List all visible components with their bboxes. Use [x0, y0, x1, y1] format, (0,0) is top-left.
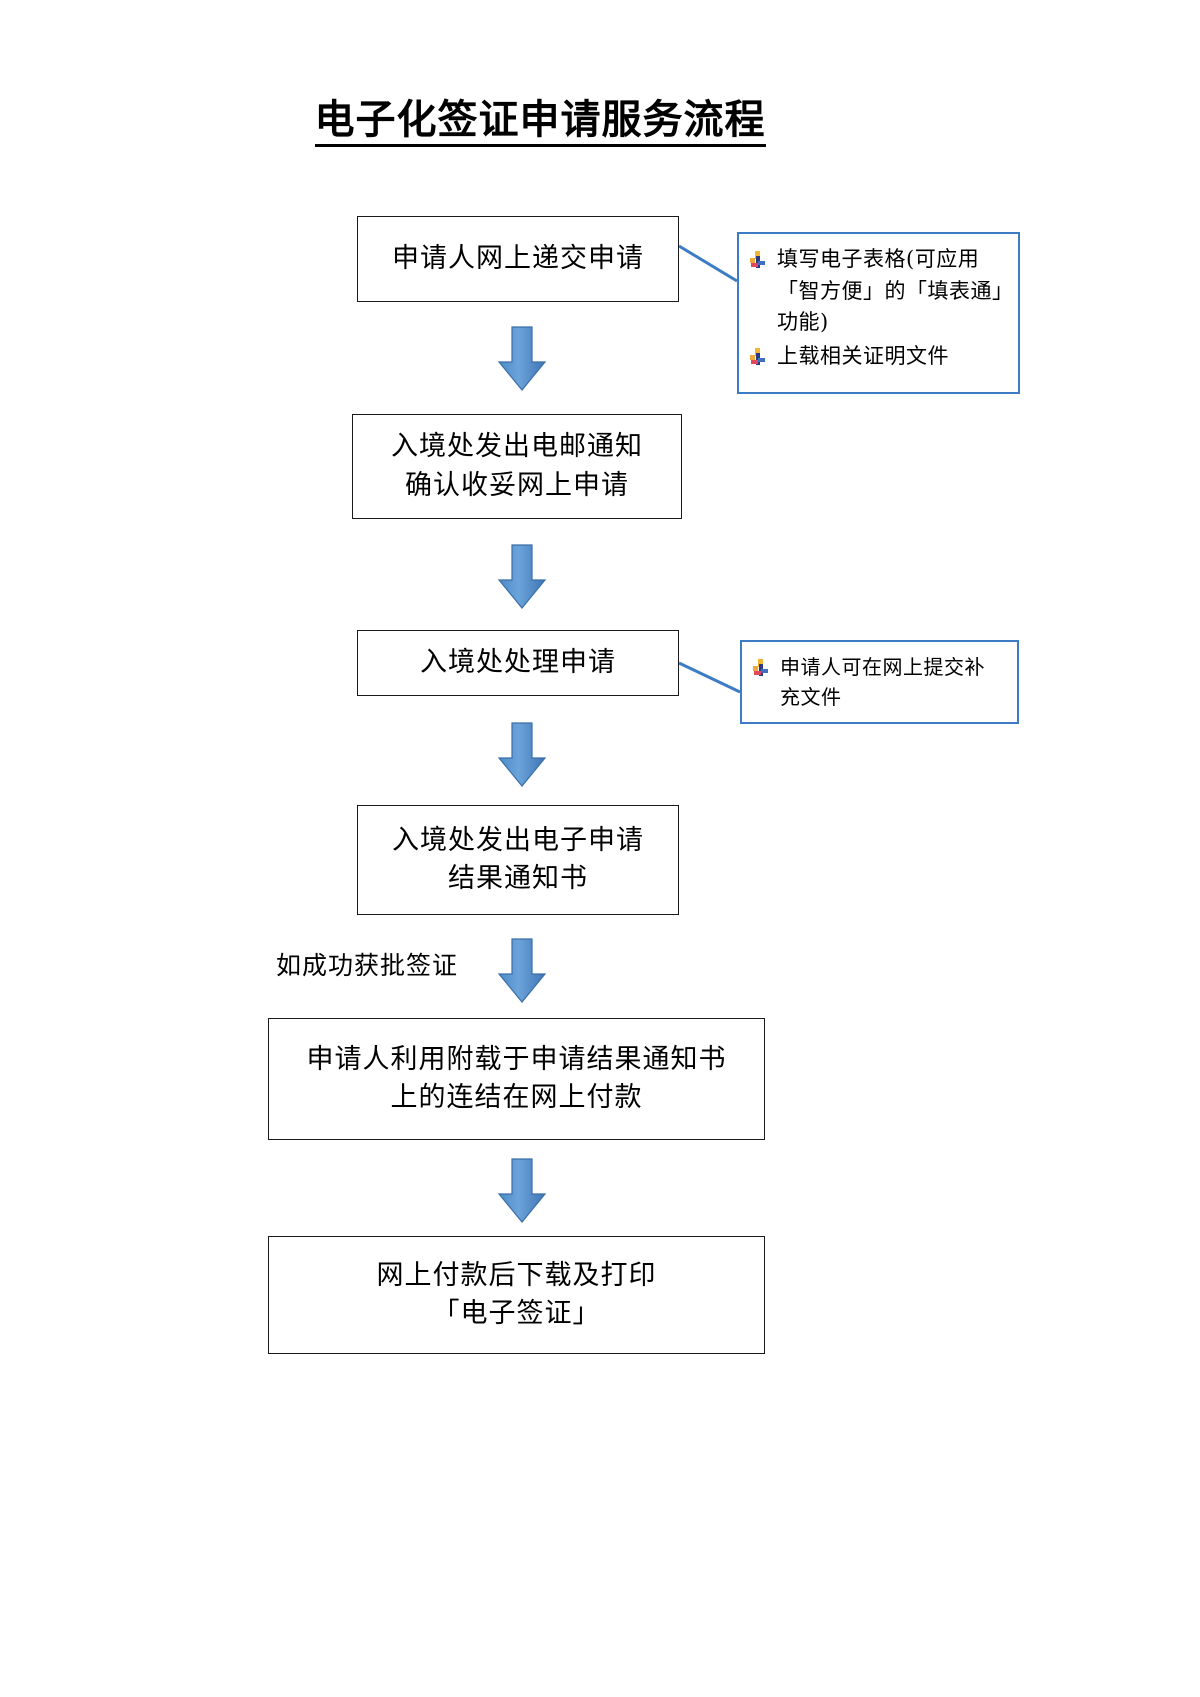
page-title-text: 电子化签证申请服务流程	[314, 98, 766, 147]
callout1-bullet-text-2: 上载相关证明文件	[777, 343, 949, 368]
process-box-download-line2: 「电子签证」	[432, 1298, 601, 1329]
process-box-result-line2: 结果通知书	[448, 863, 588, 894]
flow-arrow-5	[497, 1158, 547, 1223]
process-box-result-line1: 入境处发出电子申请	[392, 824, 644, 856]
callout1-bullet-item-2: 上载相关证明文件	[749, 341, 1006, 373]
callout-box-process-notes: 申请人可在网上提交补充文件	[740, 640, 1019, 724]
flow-arrow-3	[497, 722, 547, 787]
flower-bullet-icon	[749, 250, 767, 272]
connector-process-to-callout2	[678, 661, 741, 694]
process-box-process-line1: 入境处处理申请	[420, 646, 616, 678]
process-box-immd-processing: 入境处处理申请	[357, 630, 679, 696]
process-box-online-payment: 申请人利用附载于申请结果通知书 上的连结在网上付款	[268, 1018, 765, 1140]
callout2-bullet-item-1: 申请人可在网上提交补充文件	[752, 652, 1005, 712]
flower-bullet-icon	[752, 658, 770, 680]
process-box-download-line1: 网上付款后下载及打印	[376, 1259, 657, 1291]
process-box-ack-line2: 确认收妥网上申请	[405, 469, 629, 501]
process-box-download-evisa: 网上付款后下载及打印 「电子签证」	[268, 1236, 765, 1354]
process-box-ack-line1: 入境处发出电邮通知	[391, 431, 643, 463]
callout1-bullet-item-1: 填写电子表格(可应用「智方便」的「填表通」功能)	[749, 244, 1006, 339]
callout1-bullet-text-1: 填写电子表格(可应用「智方便」的「填表通」功能)	[777, 247, 1003, 334]
process-box-result-notification: 入境处发出电子申请 结果通知书	[357, 805, 679, 915]
process-box-pay-line2: 上的连结在网上付款	[390, 1082, 643, 1113]
flower-bullet-icon	[749, 347, 767, 369]
process-box-email-acknowledgement: 入境处发出电邮通知 确认收妥网上申请	[352, 414, 682, 519]
flow-arrow-2	[497, 544, 547, 609]
page-title: 电子化签证申请服务流程	[0, 98, 1080, 147]
process-box-submit-line1: 申请人网上递交申请	[392, 242, 644, 274]
process-box-pay-line1: 申请人利用附载于申请结果通知书	[306, 1043, 727, 1075]
connector-submit-to-callout1	[678, 244, 738, 283]
callout2-bullet-text-1: 申请人可在网上提交补充文件	[780, 655, 985, 709]
callout-box-submit-notes: 填写电子表格(可应用「智方便」的「填表通」功能) 上载相关证明文件	[737, 232, 1020, 394]
process-box-submit-application: 申请人网上递交申请	[357, 216, 679, 302]
flow-arrow-4	[497, 938, 547, 1003]
flow-arrow-1	[497, 326, 547, 391]
condition-label-approved: 如成功获批签证	[276, 951, 459, 980]
